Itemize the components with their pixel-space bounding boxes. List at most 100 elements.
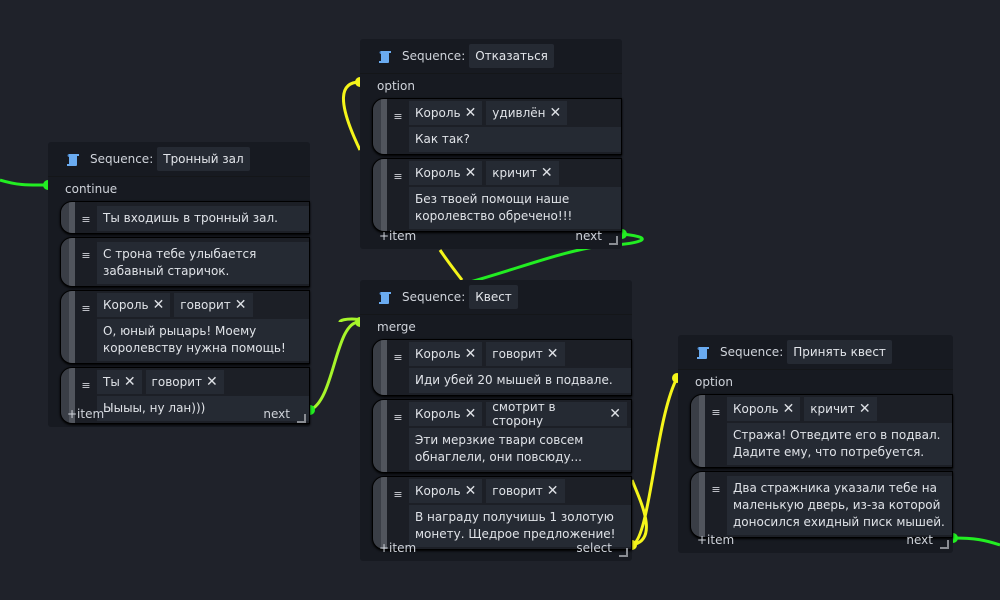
sequence-item[interactable]: ≡Король✕кричит✕Стража! Отведите его в по…	[690, 394, 953, 468]
dialogue-text-field[interactable]: О, юный рыцарь! Моему королевству нужна …	[97, 319, 309, 361]
character-tag[interactable]: Король✕	[409, 161, 483, 185]
sequence-item[interactable]: ≡Король✕кричит✕Без твоей помощи наше кор…	[372, 158, 622, 232]
hamburger-icon[interactable]: ≡	[387, 400, 409, 472]
character-tag[interactable]: смотрит в сторону✕	[486, 400, 627, 428]
character-tag[interactable]: Король✕	[727, 397, 801, 421]
item-drag-grip[interactable]	[691, 472, 705, 537]
character-tag[interactable]: Король✕	[409, 342, 483, 366]
sequence-item[interactable]: ≡Король✕удивлён✕Как так?	[372, 98, 622, 155]
add-item-button[interactable]: +item	[67, 407, 105, 421]
sequence-item[interactable]: ≡Ты входишь в тронный зал.	[60, 201, 310, 234]
hamburger-icon[interactable]: ≡	[75, 202, 97, 233]
character-tag[interactable]: Король✕	[409, 402, 483, 426]
item-drag-grip[interactable]	[373, 400, 387, 472]
close-icon[interactable]: ✕	[464, 165, 477, 181]
close-icon[interactable]: ✕	[858, 401, 871, 417]
add-item-button[interactable]: +item	[379, 541, 417, 555]
close-icon[interactable]: ✕	[540, 165, 553, 181]
hamburger-icon[interactable]: ≡	[705, 472, 727, 537]
close-icon[interactable]: ✕	[464, 105, 477, 121]
close-icon[interactable]: ✕	[549, 105, 562, 121]
resize-handle-icon[interactable]	[609, 236, 618, 245]
node-header[interactable]: Sequence:Принять квест	[678, 335, 953, 370]
dialogue-text-field[interactable]: Как так?	[409, 127, 621, 152]
wire-kvest-select-to-prinyat-option[interactable]	[630, 377, 679, 547]
item-drag-grip[interactable]	[61, 291, 75, 363]
dialogue-text-field[interactable]: Ыыыы, ну лан)))	[97, 396, 309, 421]
item-drag-grip[interactable]	[61, 238, 75, 286]
item-drag-grip[interactable]	[61, 368, 75, 423]
hamburger-icon[interactable]: ≡	[75, 238, 97, 286]
resize-handle-icon[interactable]	[297, 414, 306, 423]
close-icon[interactable]: ✕	[123, 374, 136, 390]
dialogue-text-field[interactable]: В награду получишь 1 золотую монету. Щед…	[409, 505, 631, 547]
sequence-item[interactable]: ≡С трона тебе улыбается забавный старичо…	[60, 237, 310, 287]
hamburger-icon[interactable]: ≡	[705, 395, 727, 467]
wire-tronny-next-to-kvest-merge[interactable]	[309, 317, 363, 412]
sequence-item[interactable]: ≡Король✕говорит✕О, юный рыцарь! Моему ко…	[60, 290, 310, 364]
close-icon[interactable]: ✕	[206, 374, 218, 390]
node-header[interactable]: Sequence:Тронный зал	[48, 142, 310, 177]
resize-handle-icon[interactable]	[619, 548, 628, 557]
node-header[interactable]: Sequence:Квест	[360, 280, 632, 315]
add-item-button[interactable]: +item	[379, 229, 417, 243]
hamburger-icon[interactable]: ≡	[387, 159, 409, 231]
item-drag-grip[interactable]	[373, 99, 387, 154]
dialogue-text-field[interactable]: Стража! Отведите его в подвал. Дадите ем…	[727, 423, 952, 465]
close-icon[interactable]: ✕	[464, 406, 477, 422]
item-drag-grip[interactable]	[691, 395, 705, 467]
character-tag[interactable]: говорит✕	[145, 370, 224, 394]
dialogue-text-field[interactable]: Иди убей 20 мышей в подвале.	[409, 368, 631, 393]
wire-prinyat-next-out[interactable]	[952, 536, 1000, 547]
close-icon[interactable]: ✕	[464, 483, 477, 499]
sequence-item[interactable]: ≡Ты✕говорит✕Ыыыы, ну лан)))	[60, 367, 310, 424]
sequence-item[interactable]: ≡Король✕говорит✕Иди убей 20 мышей в подв…	[372, 339, 632, 396]
hamburger-icon[interactable]: ≡	[387, 340, 409, 395]
character-tag[interactable]: говорит✕	[486, 342, 565, 366]
item-drag-grip[interactable]	[373, 159, 387, 231]
character-tag[interactable]: Король✕	[97, 293, 171, 317]
sequence-name-field[interactable]: Квест	[469, 285, 518, 309]
item-drag-grip[interactable]	[373, 340, 387, 395]
sequence-item[interactable]: ≡Король✕смотрит в сторону✕Эти мерзкие тв…	[372, 399, 632, 473]
sequence-item[interactable]: ≡Король✕говорит✕В награду получишь 1 зол…	[372, 476, 632, 550]
character-tag[interactable]: Король✕	[409, 479, 483, 503]
character-tag[interactable]: Король✕	[409, 101, 483, 125]
sequence-name-field[interactable]: Тронный зал	[157, 147, 250, 171]
character-tag[interactable]: говорит✕	[174, 293, 253, 317]
character-tag[interactable]: кричит✕	[486, 161, 559, 185]
item-drag-grip[interactable]	[373, 477, 387, 549]
add-item-button[interactable]: +item	[697, 533, 735, 547]
close-icon[interactable]: ✕	[546, 483, 559, 499]
dialogue-text-field[interactable]: Эти мерзкие твари совсем обнаглели, они …	[409, 428, 631, 470]
tag-label: Король	[415, 407, 461, 421]
character-tag[interactable]: говорит✕	[486, 479, 565, 503]
close-icon[interactable]: ✕	[152, 297, 165, 313]
hamburger-icon[interactable]: ≡	[387, 477, 409, 549]
sequence-item[interactable]: ≡Два стражника указали тебе на маленькую…	[690, 471, 953, 538]
character-tag[interactable]: кричит✕	[804, 397, 877, 421]
resize-handle-icon[interactable]	[940, 540, 949, 549]
character-tag[interactable]: удивлён✕	[486, 101, 568, 125]
character-tag[interactable]: Ты✕	[97, 370, 142, 394]
close-icon[interactable]: ✕	[782, 401, 795, 417]
sequence-name-field[interactable]: Принять квест	[787, 340, 892, 364]
node-header[interactable]: Sequence:Отказаться	[360, 39, 622, 74]
dialogue-text-field[interactable]: Два стражника указали тебе на маленькую …	[727, 476, 952, 535]
hamburger-icon[interactable]: ≡	[387, 99, 409, 154]
dialogue-text-field[interactable]: Ты входишь в тронный зал.	[97, 206, 309, 231]
sequence-name-field[interactable]: Отказаться	[469, 44, 554, 68]
item-drag-grip[interactable]	[61, 202, 75, 233]
hamburger-icon[interactable]: ≡	[75, 291, 97, 363]
close-icon[interactable]: ✕	[546, 346, 559, 362]
close-icon[interactable]: ✕	[234, 297, 247, 313]
hamburger-icon[interactable]: ≡	[75, 368, 97, 423]
dialogue-text-field[interactable]: С трона тебе улыбается забавный старичок…	[97, 242, 309, 284]
close-icon[interactable]: ✕	[464, 346, 477, 362]
close-icon[interactable]: ✕	[609, 406, 621, 422]
wire-into-tronny-zal[interactable]	[0, 178, 49, 187]
